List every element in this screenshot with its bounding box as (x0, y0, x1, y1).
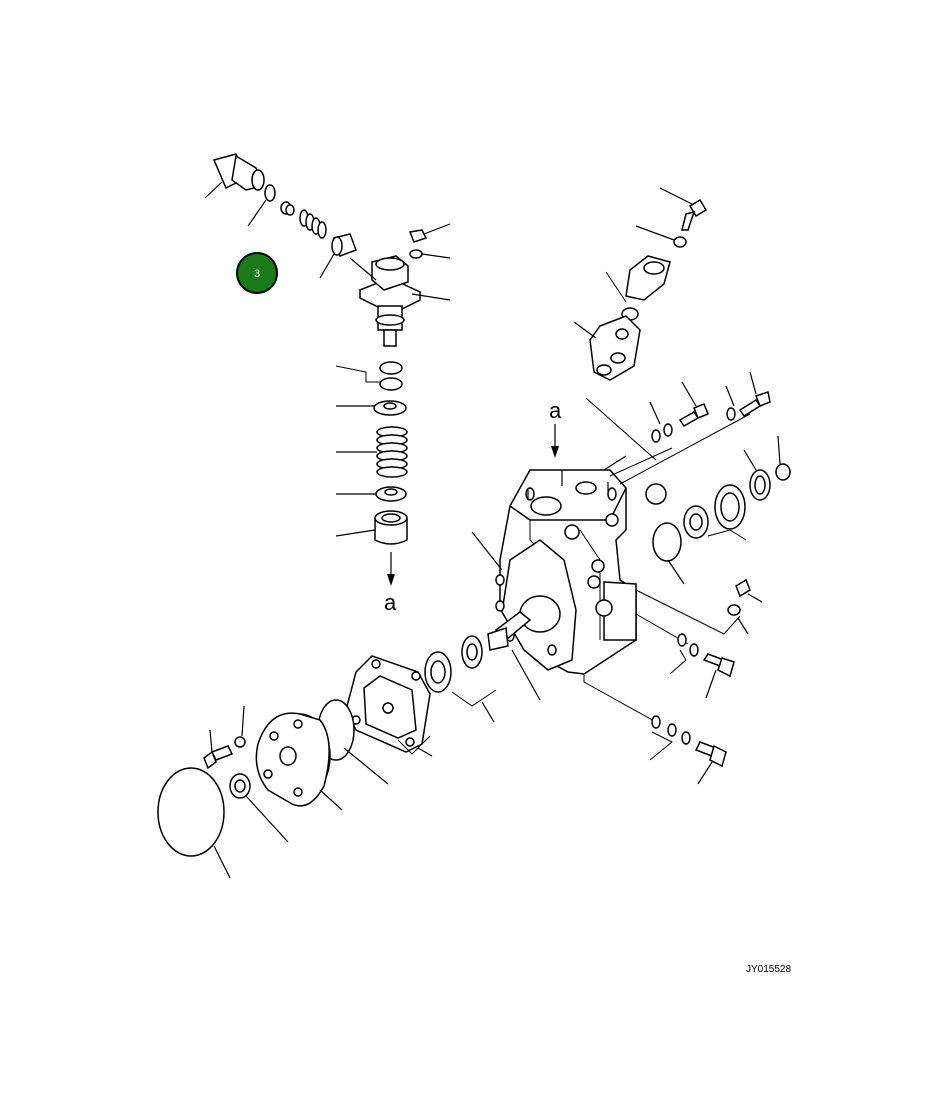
drawing-code: JY015528 (746, 964, 791, 975)
seal-right (775, 435, 791, 481)
label-a-bottom: a (384, 590, 397, 615)
bearing-right (707, 484, 747, 541)
bolt-right-top (678, 381, 709, 427)
sleeve (319, 233, 357, 279)
large-o-ring-left (157, 767, 231, 879)
o-ring-pair (335, 361, 403, 391)
callout-number: 3 (254, 268, 260, 280)
drive-bearing (424, 651, 497, 723)
nut (408, 223, 451, 243)
oil-seal (229, 773, 289, 843)
bolt-right-top-2 (725, 371, 771, 421)
bolt-right-mid (727, 578, 763, 635)
inlet-connector (204, 153, 265, 199)
callout-circle (236, 252, 278, 294)
arrow-down-a: a (384, 552, 397, 615)
label-a-top: a (549, 398, 562, 423)
top-bolt (659, 187, 708, 231)
bolt-right-low (702, 653, 735, 699)
tappet (335, 510, 408, 545)
callout-badge[interactable]: 3 (236, 252, 278, 294)
bolt-bottom-right (694, 741, 727, 785)
small-fitting (280, 201, 295, 216)
bolt-left (203, 705, 246, 770)
pump-body (471, 413, 751, 723)
gear-right (683, 505, 709, 539)
plunger-spring (336, 426, 408, 478)
drive-gear (461, 626, 509, 669)
spring-seat (336, 400, 407, 416)
large-o-ring-right (652, 522, 685, 585)
o-ring-1 (247, 184, 276, 227)
washer-top (409, 249, 451, 259)
ring-right (743, 449, 771, 501)
arrow-down-a-top: a (549, 398, 562, 458)
coil-spring-small (299, 209, 327, 239)
o-ring-right (645, 483, 667, 505)
spring-retainer (336, 486, 407, 502)
washer-pair-right-top (649, 401, 673, 443)
valve-body-assembly (349, 255, 451, 347)
flange-plate (345, 655, 433, 757)
washer-sensor (635, 225, 687, 248)
washers-right-low (669, 633, 699, 675)
cover-plate (255, 712, 343, 811)
washers-bottom-right (649, 715, 691, 761)
sensor (605, 255, 671, 321)
gasket-plate (573, 315, 657, 461)
